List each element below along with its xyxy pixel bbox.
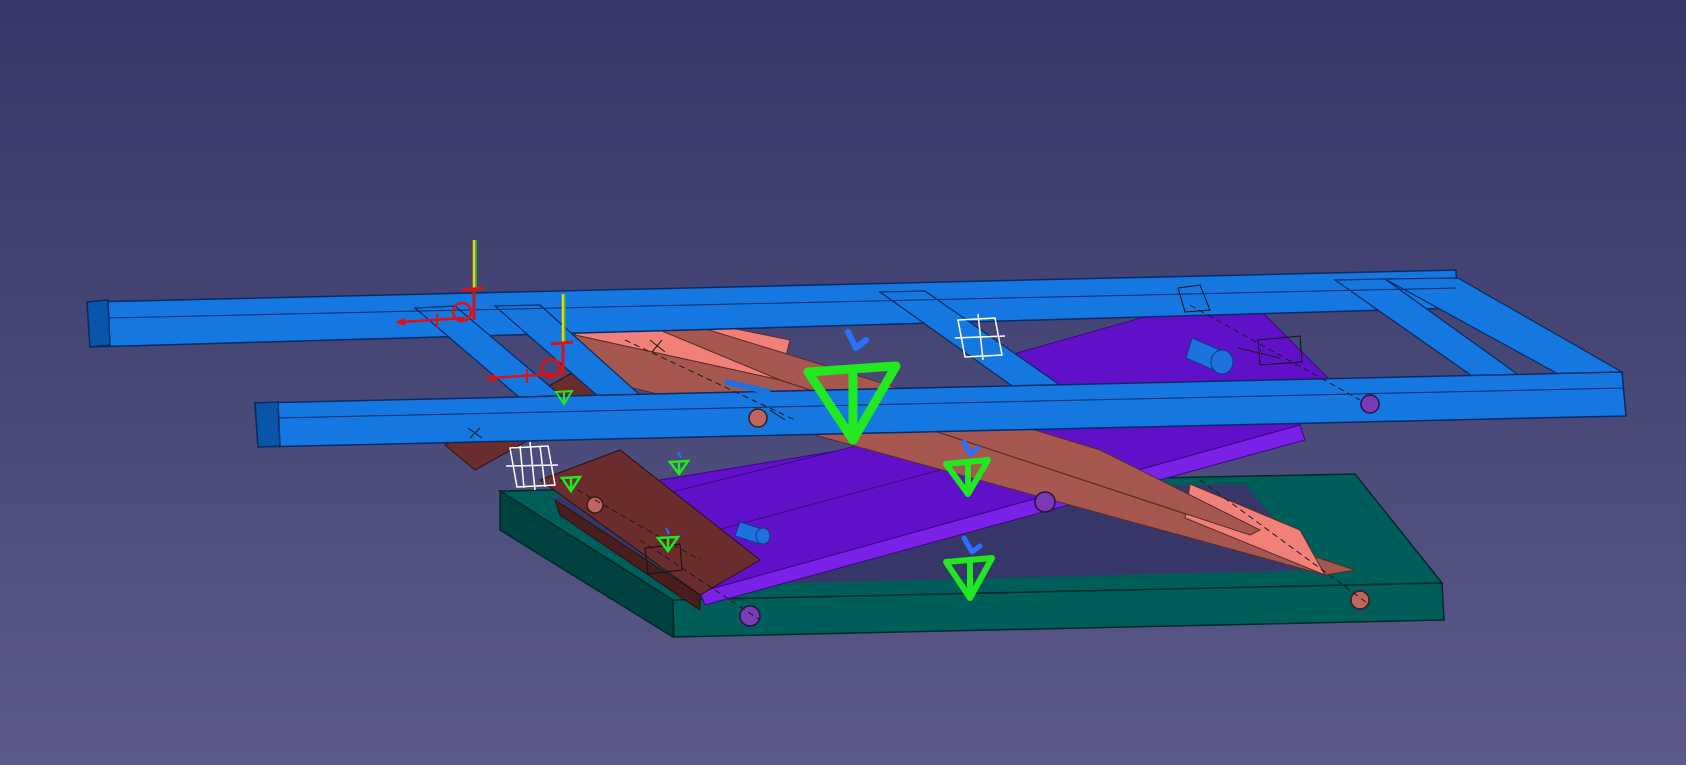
top-frame-rear-rail-end [86,299,111,348]
brown-arm-lower [538,449,761,596]
pin-joint-icon[interactable] [1034,491,1056,513]
base-frame-left-face [499,489,674,639]
fix-constraint-icon[interactable] [803,329,901,445]
pin-joint-icon[interactable] [586,496,604,514]
fix-constraint-icon[interactable] [943,439,991,497]
base-frame-front-face [672,582,1445,638]
fix-constraint-icon[interactable] [943,535,995,601]
plane-compass-icon[interactable] [954,313,1006,361]
pin-joint-icon[interactable] [748,408,768,428]
fix-constraint-icon[interactable] [667,451,691,477]
pin-joint-icon[interactable] [1360,394,1380,414]
sketch-marks [467,339,1281,439]
cylinder-icon[interactable] [1185,337,1234,375]
pin-joint-icon[interactable] [739,605,761,627]
cylinder-icon[interactable] [734,521,771,545]
pin-joints[interactable] [586,394,1380,627]
axis-system-icon[interactable] [395,240,485,328]
cylinder-rod [724,379,771,395]
plane-compass-icon[interactable] [505,441,559,491]
top-frame-rear-rail-edge [107,287,1457,319]
actuator-cylinders[interactable] [724,337,1234,545]
axis-system-icon[interactable] [485,294,574,383]
joint-axis-lines [559,304,1371,621]
top-frame-front-rail-end [254,401,281,448]
brown-arm-lower-face [554,498,701,611]
top-frame-front-rail-edge [277,387,1625,419]
fix-constraint-icon[interactable] [655,527,681,554]
fix-constraint-icon[interactable] [554,389,574,406]
fix-constraint-icon[interactable] [559,475,583,494]
top-frame[interactable] [86,269,1627,448]
pin-joint-icon[interactable] [1350,590,1370,610]
